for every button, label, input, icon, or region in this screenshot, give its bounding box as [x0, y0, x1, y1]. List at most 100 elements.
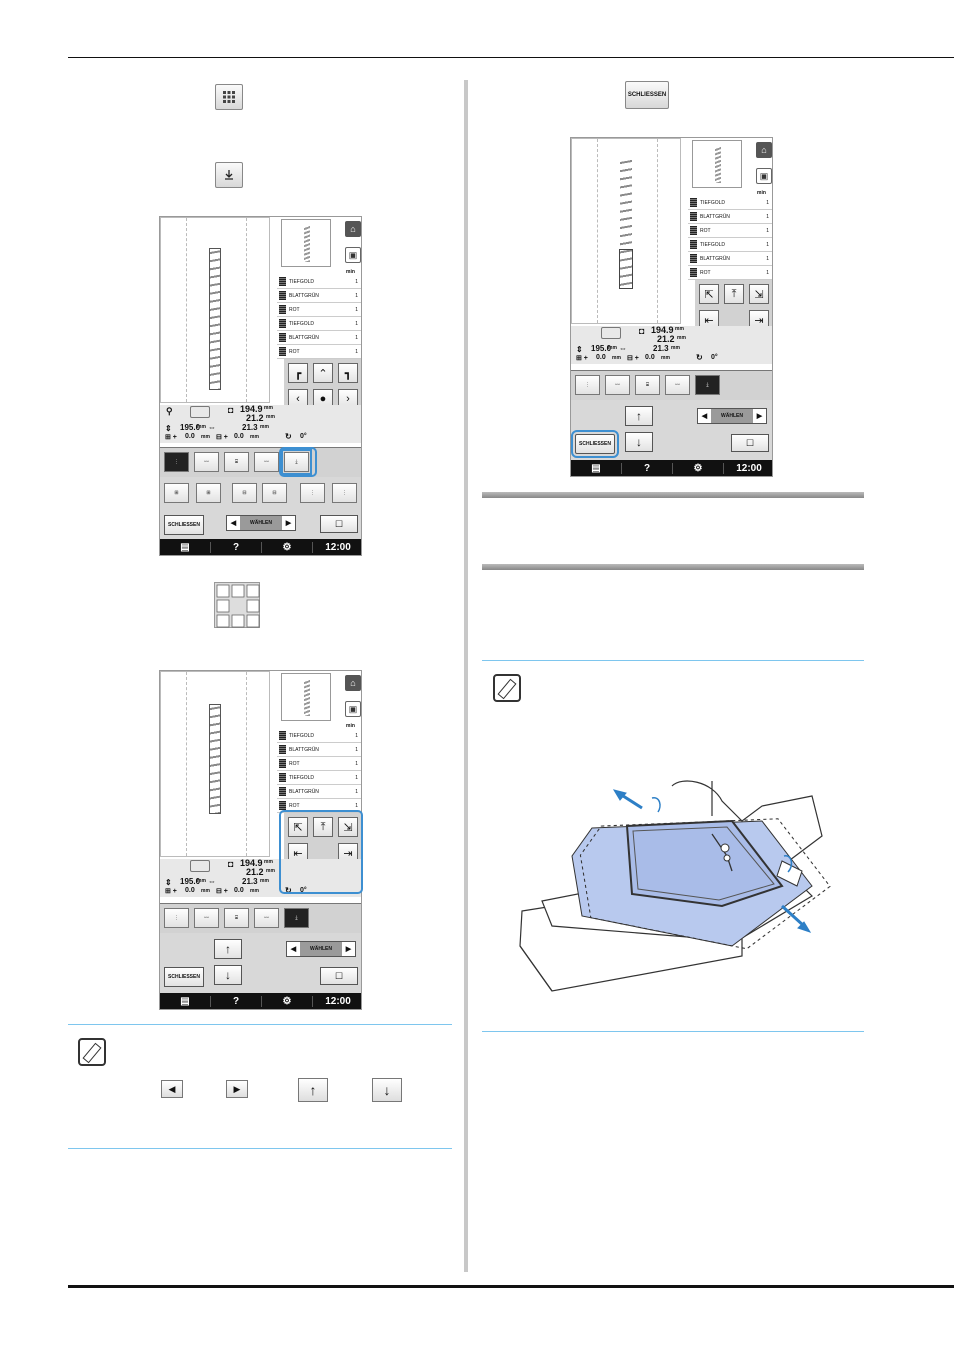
order-controls: ↑ ↓ SCHLIESSEN ◀WÄHLEN▶ ☐: [571, 400, 772, 462]
memo-bottom-line: [68, 1148, 452, 1149]
status-bar: ▤ ? ⚙ 12:00: [160, 539, 361, 555]
corner-top-right-button[interactable]: ┓: [338, 363, 358, 383]
frame-button[interactable]: ▣: [345, 701, 361, 717]
help-button[interactable]: ?: [211, 541, 262, 553]
home-icon: ⌂: [350, 678, 356, 688]
align-top-button[interactable]: ⤒: [313, 817, 333, 837]
vertical-layout-button[interactable]: ⋮: [575, 375, 600, 395]
align-top-right-button[interactable]: ⇲: [338, 817, 358, 837]
select-prev-button[interactable]: ◀: [227, 516, 240, 530]
dimension-icon: ◘: [228, 859, 234, 869]
thread-spool-icon: [279, 773, 286, 782]
home-button[interactable]: ⌂: [756, 142, 772, 158]
embroidery-motif: [209, 248, 221, 390]
move-down-button-icon: [215, 162, 243, 188]
rotate-icon: ↻: [285, 432, 292, 441]
menu-icon[interactable]: ▤: [571, 462, 622, 474]
select-control: ◀WÄHLEN▶: [226, 515, 296, 531]
settings-icon[interactable]: ⚙: [262, 995, 313, 1007]
thread-spool-icon: [690, 240, 697, 249]
rotate-icon: ↻: [285, 886, 292, 895]
move-up-button[interactable]: ↑: [214, 939, 242, 959]
spacing-button-3[interactable]: ⊟: [232, 483, 257, 503]
edit-toolbar: ⋮ ▫▫▫ ⌸ ▫▫▫ ⤓: [571, 370, 772, 400]
align-top-left-button[interactable]: ⇱: [288, 817, 308, 837]
menu-icon[interactable]: ▤: [160, 995, 211, 1007]
frame-button[interactable]: ▣: [756, 168, 772, 184]
thread-spool-icon: [690, 212, 697, 221]
align-top-left-button[interactable]: ⇱: [699, 284, 719, 304]
align-top-button[interactable]: ⤒: [724, 284, 744, 304]
select-next-button[interactable]: ▶: [752, 409, 766, 423]
horizontal-layout-button[interactable]: ▫▫▫: [194, 908, 219, 928]
settings-icon[interactable]: ⚙: [262, 541, 313, 553]
thread-spool-icon: [279, 731, 286, 740]
move-down-button[interactable]: ⤓: [695, 375, 720, 395]
move-down-button[interactable]: ⤓: [281, 449, 312, 475]
horizontal-layout-button[interactable]: ▫▫▫: [194, 452, 219, 472]
embroidery-motif: [620, 159, 632, 287]
min-label: min: [346, 723, 355, 729]
select-next-button[interactable]: ▶: [341, 942, 355, 956]
confirm-button[interactable]: ☐: [320, 515, 358, 533]
spacing-button-2[interactable]: ⊞: [196, 483, 221, 503]
menu-icon[interactable]: ▤: [160, 541, 211, 553]
header-rule: [68, 57, 954, 58]
select-next-button[interactable]: ▶: [281, 516, 295, 530]
corner-top-left-button[interactable]: ┏: [288, 363, 308, 383]
layout-pad-icon: [214, 582, 260, 628]
vertical-position-icon: ⇕: [165, 424, 172, 433]
embroidery-preview: [571, 138, 681, 324]
vertical-position-icon: ⇕: [165, 878, 172, 887]
move-down-arrow-button[interactable]: ↓: [625, 432, 653, 452]
help-button[interactable]: ?: [211, 995, 262, 1007]
spacing-button-4[interactable]: ⊟: [262, 483, 287, 503]
split-horizontal-button[interactable]: ▫▫▫: [254, 908, 279, 928]
vertical-position-icon: ⇕: [576, 345, 583, 354]
split-vertical-button[interactable]: ⌸: [635, 375, 660, 395]
horizontal-layout-button[interactable]: ▫▫▫: [605, 375, 630, 395]
close-button[interactable]: SCHLIESSEN: [571, 430, 619, 458]
thread-spool-icon: [279, 291, 286, 300]
thread-spool-icon: [279, 787, 286, 796]
vertical-layout-button[interactable]: ⋮: [164, 452, 189, 472]
confirm-button[interactable]: ☐: [731, 434, 769, 452]
split-vertical-button[interactable]: ⌸: [224, 452, 249, 472]
split-horizontal-button[interactable]: ▫▫▫: [665, 375, 690, 395]
close-button[interactable]: SCHLIESSEN: [164, 967, 204, 987]
home-button[interactable]: ⌂: [345, 675, 361, 691]
down-arrow-icon: ↓: [372, 1078, 402, 1102]
split-vertical-button[interactable]: ⌸: [224, 908, 249, 928]
select-prev-button[interactable]: ◀: [698, 409, 711, 423]
up-button[interactable]: ⌃: [313, 363, 333, 383]
move-up-button[interactable]: ↑: [625, 406, 653, 426]
min-label: min: [757, 190, 766, 196]
move-down-button[interactable]: ⤓: [284, 908, 309, 928]
settings-icon[interactable]: ⚙: [673, 462, 724, 474]
help-button[interactable]: ?: [622, 462, 673, 474]
spacing-button-5[interactable]: ⋮: [300, 483, 325, 503]
align-top-right-button[interactable]: ⇲: [749, 284, 769, 304]
order-controls: ↑ ↓ SCHLIESSEN ◀WÄHLEN▶ ☐: [160, 933, 361, 995]
spacing-button-6[interactable]: ⋮: [332, 483, 357, 503]
vertical-layout-button[interactable]: ⋮: [164, 908, 189, 928]
move-down-arrow-button[interactable]: ↓: [214, 965, 242, 985]
confirm-button[interactable]: ☐: [320, 967, 358, 985]
frame-button[interactable]: ▣: [345, 247, 361, 263]
home-button[interactable]: ⌂: [345, 221, 361, 237]
close-button[interactable]: SCHLIESSEN: [164, 515, 204, 535]
thread-spool-icon: [279, 333, 286, 342]
select-prev-button[interactable]: ◀: [287, 942, 300, 956]
spacing-button-1[interactable]: ⊞: [164, 483, 189, 503]
split-horizontal-button[interactable]: ▫▫▫: [254, 452, 279, 472]
